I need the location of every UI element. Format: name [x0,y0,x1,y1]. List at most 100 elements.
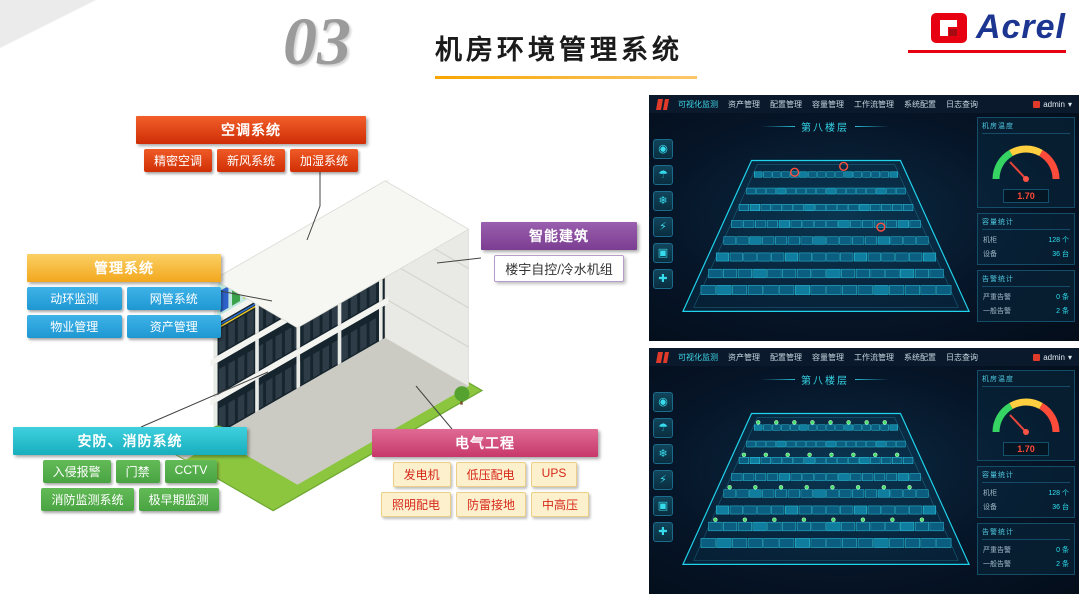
callout-electrical-title: 电气工程 [372,429,598,457]
stats-panel-title: 容量统计 [982,470,1070,483]
stat-row: 设备 36 台 [982,500,1070,514]
dashboard-logo-icon [656,98,669,110]
hvac-item: 加湿系统 [290,149,359,172]
alarms-panel-title: 告警统计 [982,527,1070,540]
stat-row: 设备 36 台 [982,247,1070,261]
nav-item[interactable]: 配置管理 [770,352,802,362]
security-fire-item: 入侵报警 [42,460,111,483]
stat-value: 2 条 [1056,308,1069,315]
cooling-icon[interactable]: ❄ [653,191,673,211]
stats-rows: 机柜 128 个设备 36 台 [982,486,1070,514]
stat-label: 一般告警 [983,308,1011,315]
nav-item[interactable]: 容量管理 [812,99,844,109]
avatar [1033,100,1041,108]
management-item: 动环监测 [27,287,122,310]
callout-hvac-items: 精密空调新风系统加湿系统 [136,149,366,172]
nav-item[interactable]: 日志查询 [946,352,978,362]
stat-label: 严重告警 [983,294,1011,301]
nav-item[interactable]: 可视化监测 [678,352,718,362]
electrical-item: UPS [530,462,578,487]
gauge-value: 1.70 [1003,189,1049,203]
nav-item[interactable]: 日志查询 [946,99,978,109]
gauge-panel-title: 机房温度 [982,374,1070,387]
brand-underline [908,50,1066,53]
stat-value: 36 台 [1052,504,1069,511]
power-icon[interactable]: ⚡ [653,217,673,237]
electrical-item: 中高压 [531,492,590,517]
nav-item[interactable]: 配置管理 [770,99,802,109]
nav-item[interactable]: 容量管理 [812,352,844,362]
chevron-down-icon: ▾ [1067,352,1072,362]
nav-items: 可视化监测资产管理配置管理容量管理工作流管理系统配置日志查询 [678,99,978,110]
gauge-value: 1.70 [1003,442,1049,456]
page-title: 机房环境管理系统 [435,35,683,65]
nav-items: 可视化监测资产管理配置管理容量管理工作流管理系统配置日志查询 [678,352,978,363]
stat-label: 机柜 [983,490,997,497]
username: admin [1043,99,1065,109]
stats-panel: 容量统计 机柜 128 个设备 36 台 [977,466,1075,518]
capacity-icon[interactable]: ✚ [653,522,673,542]
stat-value: 36 台 [1052,251,1069,258]
user-menu[interactable]: admin ▾ [1033,100,1072,109]
dashboard-nav: 可视化监测资产管理配置管理容量管理工作流管理系统配置日志查询 admin ▾ [649,348,1079,366]
nav-item[interactable]: 资产管理 [728,99,760,109]
smart-building-item: 楼宇自控/冷水机组 [494,255,624,282]
building-illustration [173,178,484,512]
floor-plan-3d [682,412,970,565]
power-icon[interactable]: ⚡ [653,470,673,490]
alarms-panel-title: 告警统计 [982,274,1070,287]
management-item: 物业管理 [27,315,122,338]
callout-hvac-title: 空调系统 [136,116,366,144]
humidity-icon[interactable]: ☂ [653,165,673,185]
cooling-icon[interactable]: ❄ [653,444,673,464]
avatar [1033,353,1041,361]
nav-item[interactable]: 系统配置 [904,99,936,109]
gauge [992,398,1060,435]
stat-row: 一般告警 2 条 [982,304,1070,318]
stat-label: 设备 [983,504,997,511]
gauge-panel: 机房温度 1.70 [977,370,1075,461]
nav-item[interactable]: 工作流管理 [854,352,894,362]
stats-panel-title: 容量统计 [982,217,1070,230]
capacity-icon[interactable]: ✚ [653,269,673,289]
electrical-item: 发电机 [392,462,451,487]
management-item: 资产管理 [126,315,221,338]
nav-item[interactable]: 系统配置 [904,352,936,362]
callout-smart-building-title: 智能建筑 [481,222,637,250]
humidity-icon[interactable]: ☂ [653,418,673,438]
security-fire-item: 极早期监测 [138,488,219,511]
username: admin [1043,352,1065,362]
stat-row: 机柜 128 个 [982,486,1070,500]
nav-item[interactable]: 资产管理 [728,352,760,362]
stat-value: 128 个 [1048,490,1069,497]
dashboard-screenshot-1: 可视化监测资产管理配置管理容量管理工作流管理系统配置日志查询 admin ▾ ◉… [649,95,1079,341]
electrical-item: 照明配电 [380,492,451,517]
stat-label: 设备 [983,251,997,258]
hvac-item: 精密空调 [143,149,212,172]
callout-security-fire-title: 安防、消防系统 [13,427,247,455]
temperature-icon[interactable]: ◉ [653,139,673,159]
security-icon[interactable]: ▣ [653,496,673,516]
dashboard-body: ◉☂❄⚡▣✚ 第八楼层 机房温度 1 [649,113,1079,341]
title-underline [435,76,697,79]
security-icon[interactable]: ▣ [653,243,673,263]
security-fire-item: 消防监测系统 [41,488,134,511]
nav-item[interactable]: 工作流管理 [854,99,894,109]
nav-item[interactable]: 可视化监测 [678,99,718,109]
dashboard-sidebar: ◉ ☂ ❄ ⚡ ▣ ✚ [653,392,677,548]
user-menu[interactable]: admin ▾ [1033,353,1072,362]
management-item: 网管系统 [126,287,221,310]
temperature-icon[interactable]: ◉ [653,392,673,412]
callout-smart-building-items: 楼宇自控/冷水机组 [481,255,637,282]
dashboard-sidebar: ◉ ☂ ❄ ⚡ ▣ ✚ [653,139,677,295]
gauge [992,145,1060,182]
dashboard-screenshot-2: 可视化监测资产管理配置管理容量管理工作流管理系统配置日志查询 admin ▾ ◉… [649,348,1079,594]
chevron-down-icon: ▾ [1067,99,1072,109]
